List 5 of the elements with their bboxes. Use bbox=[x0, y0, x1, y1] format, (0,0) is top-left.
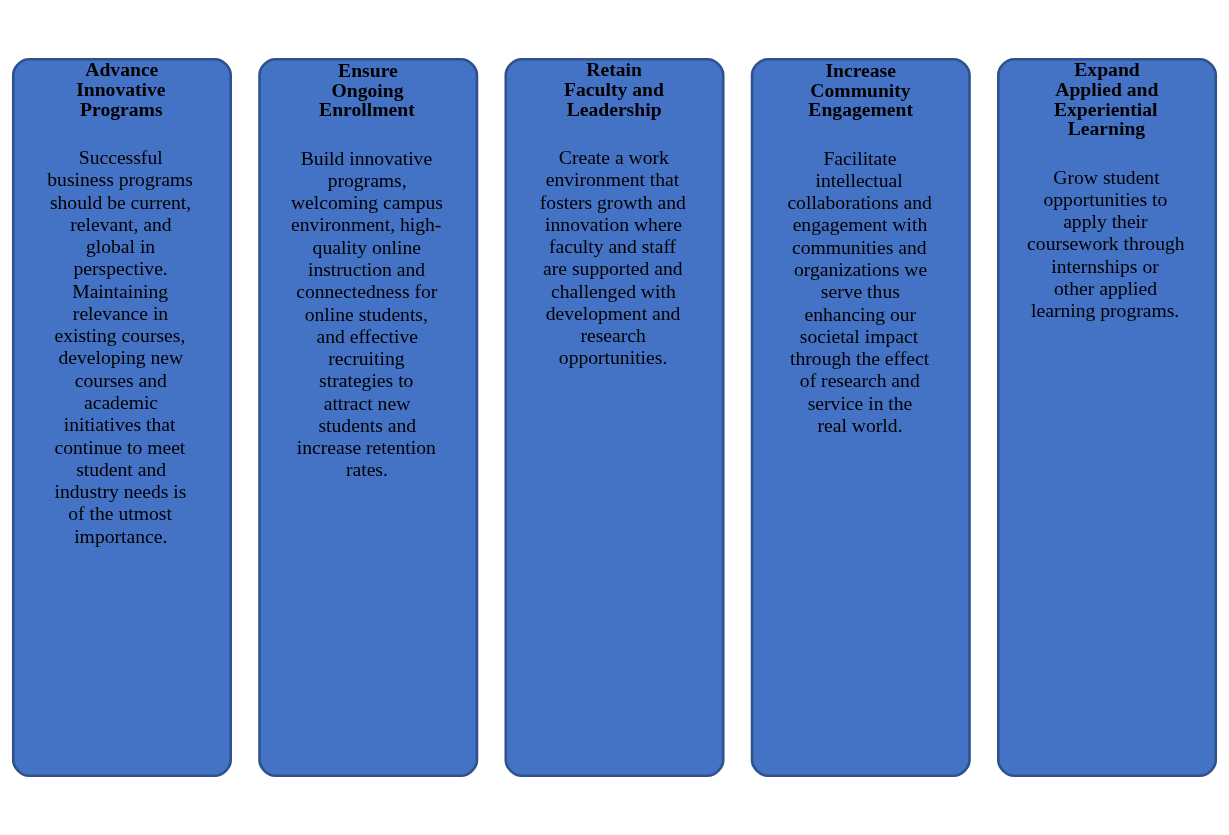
node-box: Increase Community Engagement Facilitate intellectual collaborations and engagement with communities and organizations we serve thus enhancing our societal impact through the effect of research and service in the real world. bbox=[750, 57, 971, 778]
node-box: Advance Innovative Programs Successful business programs should be current, relevant, and global in perspective. Maintaining relevance in existing courses, developing new courses and academic initiatives that continue to meet student and industry needs is of the utmost importance. bbox=[11, 57, 232, 778]
node-box: Retain Faculty and Leadership Create a work environment that fosters growth and innovation where faculty and staff are supported and challenged with development and research opportunities. bbox=[504, 57, 725, 778]
node-box: Expand Applied and Experiential Learning Grow student opportunities to apply their coursework through internships or other applied learning programs. bbox=[997, 57, 1218, 778]
node-box: Ensure Ongoing Enrollment Build innovative programs, welcoming campus environment, high-quality online instruction and connectedness for online students, and effective recruiting strategies to attract new students and increase retention rates. bbox=[258, 57, 479, 778]
